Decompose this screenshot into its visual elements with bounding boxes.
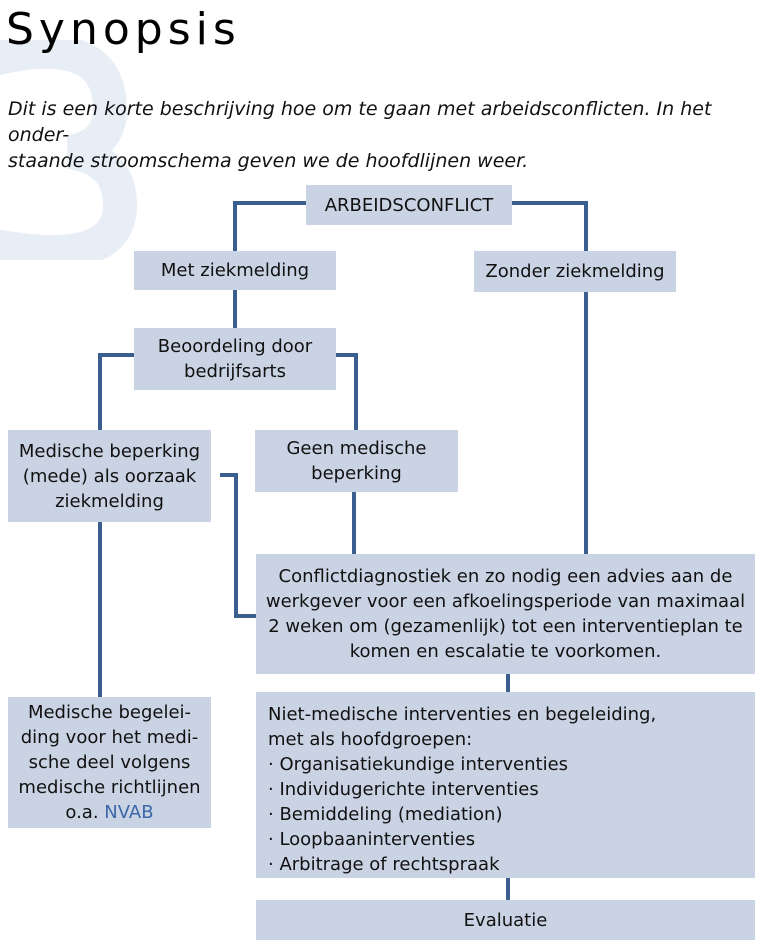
- connector: [506, 878, 510, 900]
- connector: [98, 353, 134, 357]
- intro-text: Dit is een korte beschrijving hoe om te …: [8, 98, 712, 172]
- node-evaluatie: Evaluatie: [256, 900, 755, 940]
- connector: [234, 614, 256, 618]
- page-title: Synopsis: [6, 4, 241, 55]
- node-zonder-ziekmelding: Zonder ziekmelding: [474, 251, 676, 292]
- list-item: · Loopbaaninterventies: [268, 829, 476, 850]
- connector: [98, 522, 102, 697]
- connector: [336, 353, 358, 357]
- node-conflictdiagnostiek: Conflictdiagnostiek en zo nodig een advi…: [256, 554, 755, 674]
- node-arbeidsconflict: ARBEIDSCONFLICT: [306, 185, 512, 225]
- list-item: · Bemiddeling (mediation): [268, 804, 503, 825]
- list-item: · Arbitrage of rechtspraak: [268, 854, 500, 875]
- connector: [233, 201, 306, 205]
- connector: [506, 674, 510, 692]
- connector: [584, 201, 588, 251]
- node-met-ziekmelding: Met ziekmelding: [134, 251, 336, 290]
- node-niet-medische-interventies: Niet-medische interventies en begeleidin…: [256, 692, 755, 878]
- nvab-reference: NVAB: [104, 802, 154, 823]
- connector: [98, 353, 102, 430]
- connector: [233, 290, 237, 328]
- list-item: · Organisatiekundige interventies: [268, 754, 569, 775]
- node-medische-begeleiding: Medische begelei- ding voor het medi- sc…: [8, 697, 211, 828]
- list-item: · Individugerichte interventies: [268, 779, 539, 800]
- connector: [354, 353, 358, 430]
- interventies-list: · Organisatiekundige interventies · Indi…: [268, 752, 656, 877]
- connector: [512, 201, 588, 205]
- connector: [220, 473, 238, 477]
- connector: [352, 492, 356, 554]
- connector: [234, 473, 238, 618]
- connector: [584, 292, 588, 554]
- chapter-number-watermark: [0, 40, 138, 260]
- connector: [233, 201, 237, 251]
